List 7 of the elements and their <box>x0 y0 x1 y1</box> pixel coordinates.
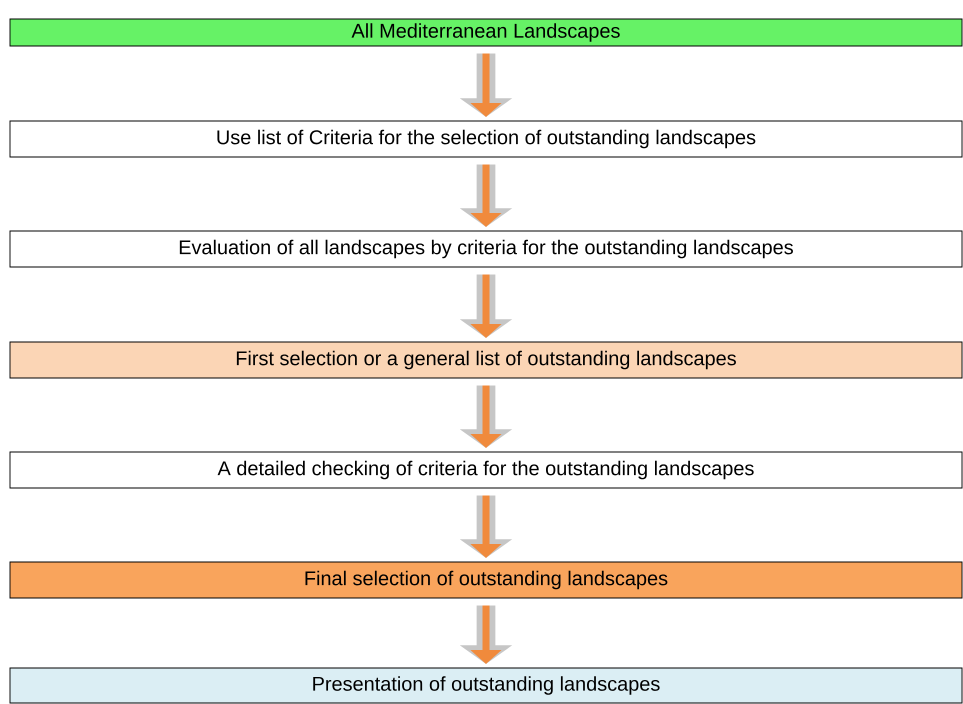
process-box: Use list of Criteria for the selection of outstanding landscapes <box>10 120 962 158</box>
process-box: Evaluation of all landscapes by criteria for the outstanding landscapes <box>10 230 962 268</box>
process-box: Presentation of outstanding landscapes <box>10 668 962 704</box>
process-box: Final selection of outstanding landscapes <box>10 562 962 598</box>
process-box: All Mediterranean Landscapes <box>10 18 962 46</box>
process-box: A detailed checking of criteria for the outstanding landscapes <box>10 452 962 488</box>
process-box: First selection or a general list of outstanding landscapes <box>10 342 962 378</box>
